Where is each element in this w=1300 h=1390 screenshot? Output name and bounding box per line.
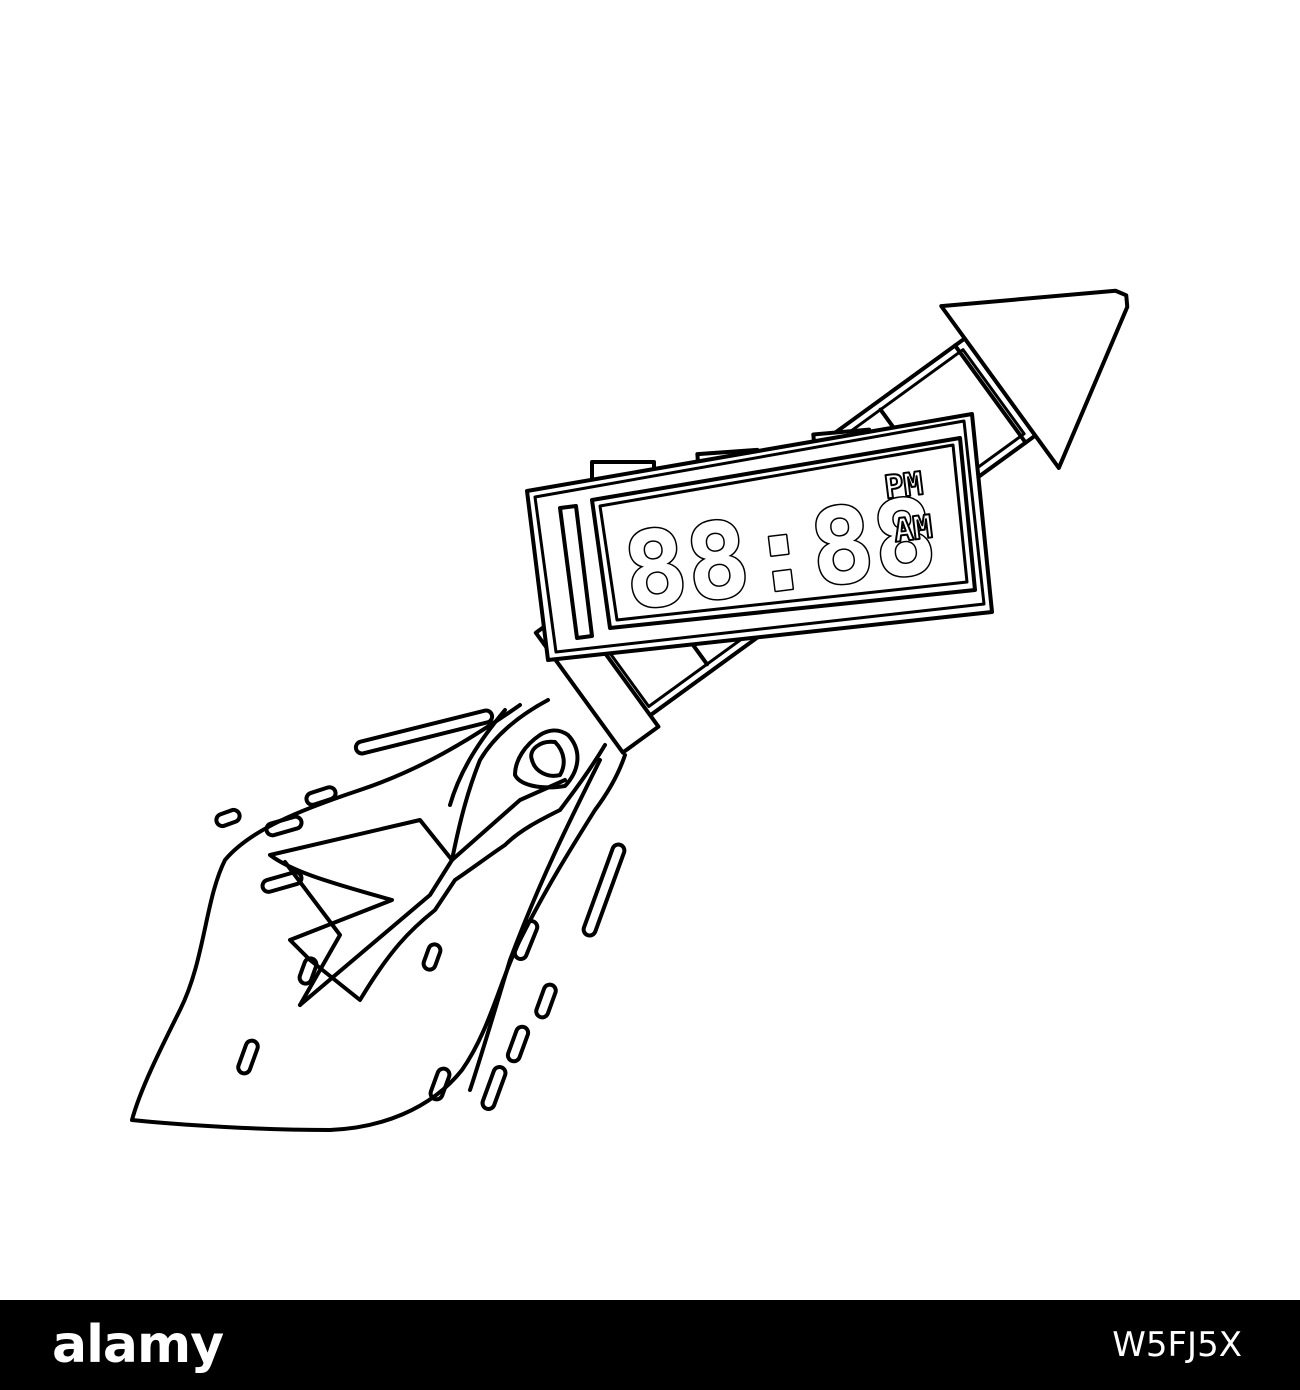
flame-core-drop: [513, 728, 580, 790]
speed-line: [480, 1064, 508, 1112]
speed-line: [260, 870, 304, 894]
flame-outline: [130, 703, 627, 1132]
rocket-nose-cone: [939, 288, 1130, 470]
speed-line: [214, 807, 242, 829]
flame-zigzag-left: [283, 860, 342, 1007]
clock-am-label: AM: [892, 507, 935, 549]
speed-line: [264, 814, 304, 838]
rocket-flame: [130, 698, 627, 1132]
flame-core-drop-inner: [529, 739, 566, 778]
rocket-nose-joint: [953, 343, 1028, 445]
flame-trail-upper: [448, 708, 507, 807]
clock-pm-label: PM: [882, 464, 925, 506]
speed-line: [421, 942, 443, 972]
digital-clock: [525, 412, 994, 662]
speed-line: [505, 1024, 531, 1064]
clock-display: [590, 436, 977, 630]
flame-inner-zigzag: [268, 698, 607, 1002]
speed-line: [581, 842, 627, 938]
speed-line: [512, 919, 540, 961]
speed-line: [297, 956, 319, 986]
image-id-label: W5FJ5X: [1112, 1325, 1242, 1365]
flame-zigzag-right: [298, 778, 567, 1007]
watermark-footer-bar: alamy W5FJ5X: [0, 1300, 1300, 1390]
speed-lines: [214, 708, 627, 1112]
clock-display-inner: [598, 443, 969, 622]
clock-case-inner: [533, 419, 986, 654]
clock-side-strip: [558, 504, 594, 640]
speed-line: [304, 785, 338, 807]
alamy-logo: alamy: [52, 1315, 224, 1375]
speed-line: [534, 982, 558, 1020]
rocket-clock-illustration: 88:88 PM AM: [130, 288, 1130, 1132]
speed-line: [428, 1066, 452, 1102]
speed-line: [353, 708, 495, 756]
speed-line: [236, 1038, 260, 1076]
